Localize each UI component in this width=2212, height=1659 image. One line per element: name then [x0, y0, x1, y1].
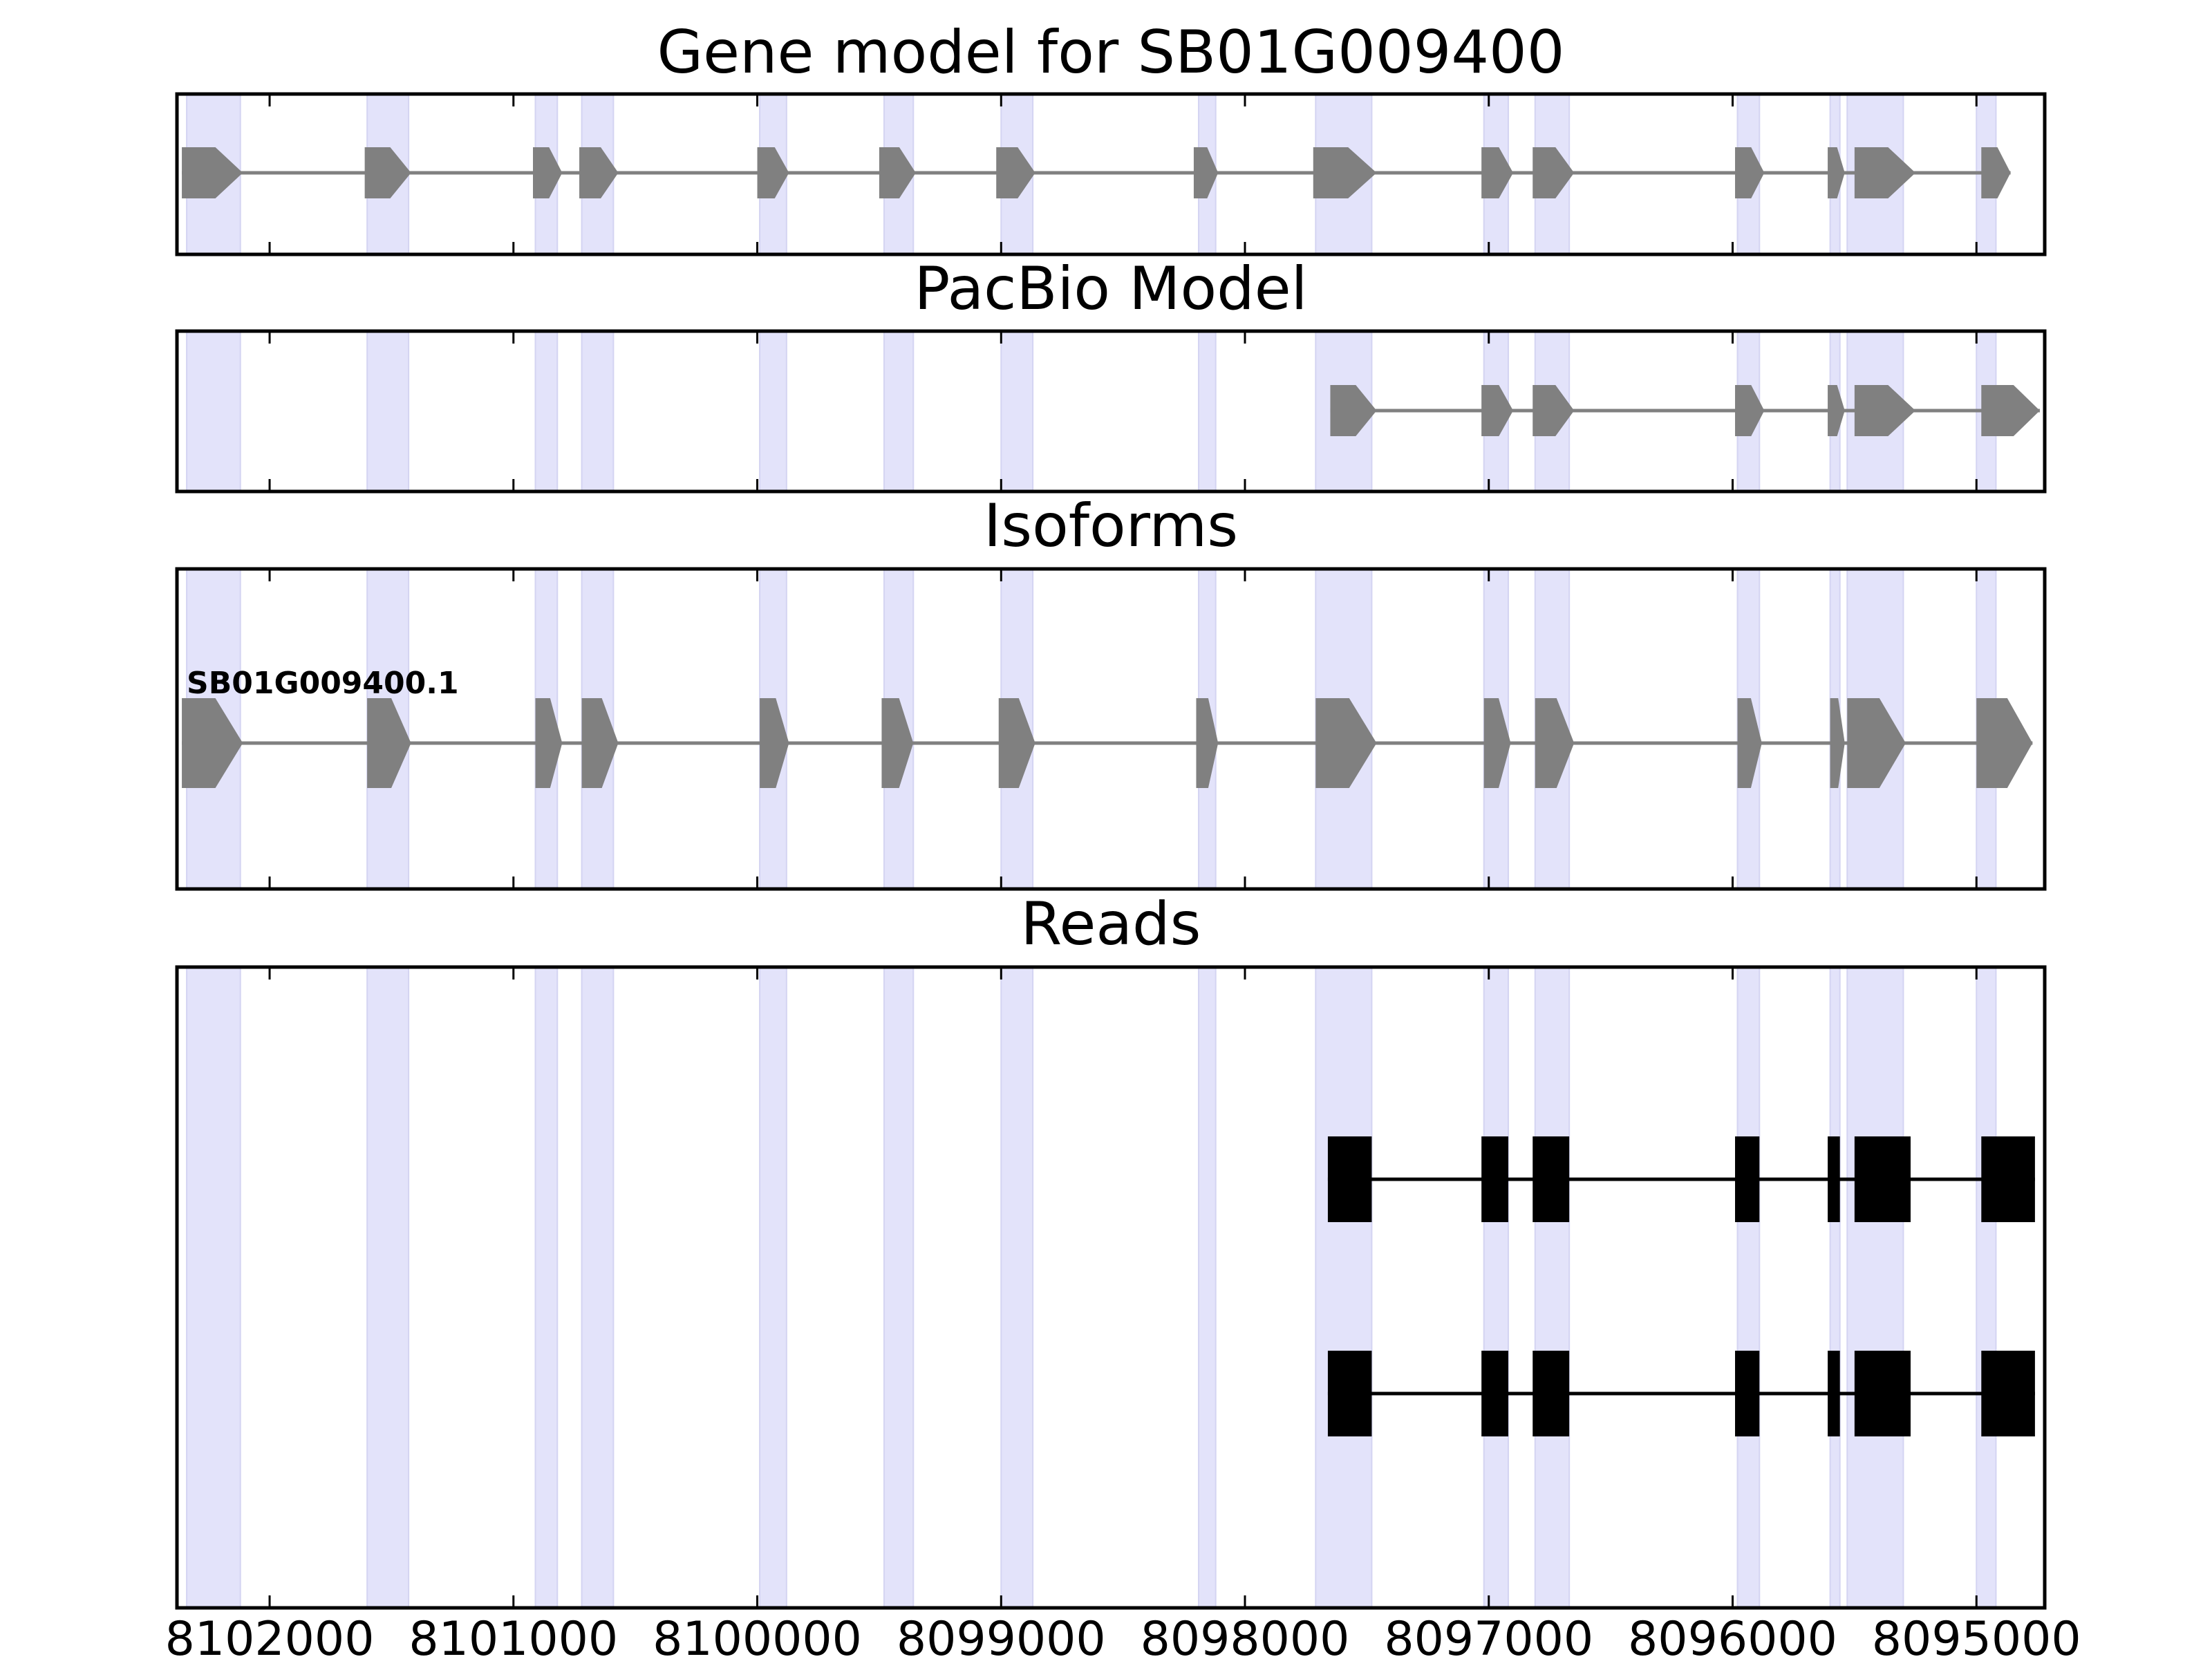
exon-arrow [1481, 385, 1514, 436]
shaded-exon-region [1846, 966, 1904, 1609]
read-exon-block [1854, 1136, 1911, 1222]
exon-arrow [1330, 385, 1377, 436]
exon-arrow [533, 147, 563, 198]
exon-arrow [760, 698, 789, 788]
read-exon-block [1828, 1136, 1840, 1222]
panel-1: Gene model for SB01G009400 [175, 18, 2047, 256]
shaded-exon-region [1197, 330, 1217, 492]
exon-arrow [535, 698, 563, 788]
x-tick-label: 8097000 [1384, 1612, 1593, 1659]
exon-arrow [1976, 698, 2033, 788]
exon-arrow [757, 147, 789, 198]
panel-frame [175, 329, 2047, 494]
read-exon-block [1481, 1136, 1508, 1222]
shaded-exon-region [186, 966, 241, 1609]
exon-arrow [1533, 385, 1575, 436]
shaded-exon-region [1534, 966, 1571, 1609]
shaded-exon-region [759, 330, 787, 492]
exon-arrow [182, 147, 243, 198]
read-exon-block [1533, 1351, 1570, 1436]
exon-arrow [1483, 698, 1511, 788]
exon-arrow [1533, 147, 1575, 198]
panel-frame [175, 965, 2047, 1610]
shaded-exon-region [366, 966, 410, 1609]
exon-arrow [364, 147, 411, 198]
exon-arrow [367, 698, 411, 788]
exon-arrow [1535, 698, 1575, 788]
x-tick-label: 8096000 [1628, 1612, 1837, 1659]
exon-arrow [1828, 147, 1845, 198]
exon-arrow [1313, 147, 1377, 198]
read-exon-block [1981, 1351, 2035, 1436]
exon-arrow [881, 698, 914, 788]
panel-title: Isoforms [984, 491, 1238, 561]
exon-arrow [581, 698, 619, 788]
exon-arrow [998, 698, 1035, 788]
read-exon-block [1327, 1136, 1372, 1222]
shaded-exon-region [759, 966, 787, 1609]
x-tick-label: 8098000 [1141, 1612, 1350, 1659]
x-tick-label: 8100000 [653, 1612, 862, 1659]
exon-arrow [1735, 385, 1765, 436]
shaded-exon-region [1829, 966, 1841, 1609]
read-exon-block [1828, 1351, 1840, 1436]
read-exon-block [1533, 1136, 1570, 1222]
panel-frame [175, 92, 2047, 256]
exon-arrow [1737, 698, 1762, 788]
shaded-exon-region [366, 330, 410, 492]
panel-title: Reads [1021, 890, 1201, 959]
exon-arrow [1735, 147, 1765, 198]
shaded-exon-region [534, 966, 559, 1609]
exon-arrow [1847, 698, 1906, 788]
exon-arrow [1854, 385, 1916, 436]
read-exon-block [1327, 1351, 1372, 1436]
exon-arrow [1193, 147, 1219, 198]
exon-arrow [996, 147, 1035, 198]
shaded-exon-region [186, 330, 241, 492]
read-exon-block [1735, 1136, 1760, 1222]
shaded-exon-region [1197, 966, 1217, 1609]
shaded-exon-region [883, 966, 915, 1609]
exon-arrow [182, 698, 243, 788]
x-tick-label: 8101000 [409, 1612, 618, 1659]
shaded-exon-region [1315, 966, 1373, 1609]
exon-arrow [1981, 385, 2040, 436]
exon-arrow [1196, 698, 1219, 788]
shaded-exon-region [534, 330, 559, 492]
shaded-exon-region [581, 330, 615, 492]
panel-2: PacBio Model [175, 254, 2047, 494]
shaded-exon-region [1976, 966, 1997, 1609]
exon-arrow [1830, 698, 1845, 788]
x-tick-label: 8095000 [1872, 1612, 2081, 1659]
isoform-label: SB01G009400.1 [187, 666, 459, 701]
read-exon-block [1854, 1351, 1911, 1436]
read-exon-block [1735, 1351, 1760, 1436]
x-tick-label: 8102000 [165, 1612, 375, 1659]
read-exon-block [1981, 1136, 2035, 1222]
panel-title: Gene model for SB01G009400 [657, 18, 1565, 87]
exon-arrow [1828, 385, 1845, 436]
panel-frame [175, 567, 2047, 891]
exon-arrow [1854, 147, 1916, 198]
exon-arrow [1315, 698, 1377, 788]
shaded-exon-region [581, 966, 615, 1609]
exon-arrow [1981, 147, 2011, 198]
shaded-exon-region [1000, 330, 1034, 492]
shaded-exon-region [1736, 966, 1761, 1609]
panel-title: PacBio Model [914, 254, 1307, 324]
shaded-exon-region [1000, 966, 1034, 1609]
x-tick-label: 8099000 [897, 1612, 1106, 1659]
exon-arrow [1481, 147, 1514, 198]
panel-4: Reads [175, 890, 2047, 1610]
exon-arrow [579, 147, 619, 198]
shaded-exon-region [883, 330, 915, 492]
shaded-exon-region [1483, 966, 1509, 1609]
read-exon-block [1481, 1351, 1508, 1436]
exon-arrow [879, 147, 916, 198]
